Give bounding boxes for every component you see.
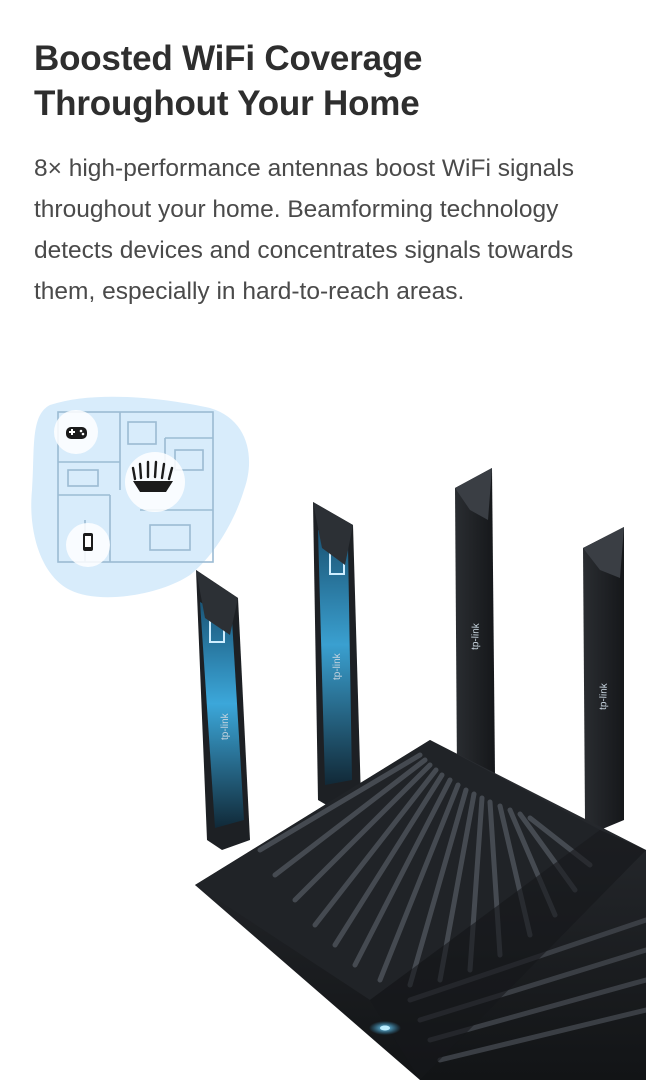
router-icon — [131, 460, 174, 492]
page-title: Boosted WiFi Coverage Throughout Your Ho… — [34, 36, 624, 126]
svg-text:tp-link: tp-link — [332, 652, 343, 680]
antenna-middle: tp-link — [313, 502, 361, 810]
router-illustration: tp-link tp-link tp-link tp-link — [31, 396, 646, 1080]
title-line-1: Boosted WiFi Coverage — [34, 39, 423, 78]
antenna-far-right: tp-link — [583, 527, 624, 830]
title-line-2: Throughout Your Home — [34, 84, 420, 123]
phone-icon — [83, 533, 93, 551]
svg-text:tp-link: tp-link — [598, 682, 610, 710]
gamepad-icon — [66, 427, 87, 439]
svg-text:tp-link: tp-link — [470, 622, 482, 650]
router-body — [195, 740, 646, 1080]
antenna-front-left: tp-link — [196, 570, 250, 850]
feature-description: 8× high-performance antennas boost WiFi … — [34, 155, 574, 305]
floorplan-map — [31, 396, 250, 598]
svg-text:tp-link: tp-link — [220, 712, 231, 740]
antenna-back-right: tp-link — [455, 468, 495, 785]
